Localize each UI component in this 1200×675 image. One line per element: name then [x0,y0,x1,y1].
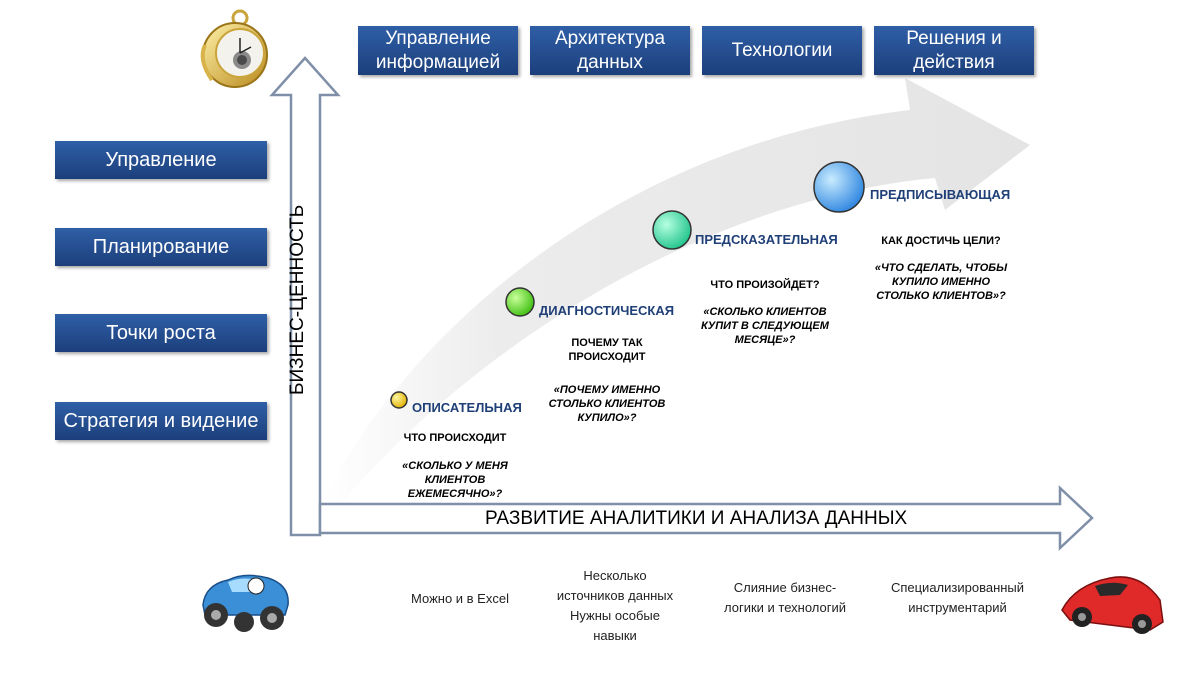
top-box-data-architecture: Архитектура данных [530,26,690,75]
bottom-text-several-sources: Несколько источников данных Нужны особые… [556,568,674,643]
left-box-strategy: Стратегия и видение [55,402,267,440]
stage-example-prescriptive: «ЧТО СДЕЛАТЬ, ЧТОБЫ КУПИЛО ИМЕННО СТОЛЬК… [874,262,1008,302]
bubble-prescriptive [813,161,865,213]
horizontal-axis-label: РАЗВИТИЕ АНАЛИТИКИ И АНАЛИЗА ДАННЫХ [485,508,908,529]
stage-name-predictive: ПРЕДСКАЗАТЕЛЬНАЯ [695,232,838,247]
stage-question-predictive: ЧТО ПРОИЗОЙДЕТ? [710,279,820,291]
top-box-technologies: Технологии [702,26,862,75]
top-box-decisions-actions: Решения и действия [874,26,1034,75]
left-box-planning: Планирование [55,228,267,266]
stage-question-prescriptive: КАК ДОСТИЧЬ ЦЕЛИ? [881,235,1001,247]
stage-name-prescriptive: ПРЕДПИСЫВАЮЩАЯ [870,187,1011,202]
stage-example-diagnostic: «ПОЧЕМУ ИМЕННО СТОЛЬКО КЛИЕНТОВ КУПИЛО»? [548,384,666,424]
top-box-information-management: Управление информацией [358,26,518,75]
bubble-descriptive [390,391,408,409]
vertical-axis-arrow [269,56,341,537]
bottom-text-excel: Можно и в Excel [411,591,509,606]
stage-name-diagnostic: ДИАГНОСТИЧЕСКАЯ [539,303,675,318]
stage-example-predictive: «СКОЛЬКО КЛИЕНТОВ КУПИТ В СЛЕДУЮЩЕМ МЕСЯ… [701,306,829,346]
pocket-watch-icon [200,9,268,88]
left-box-management: Управление [55,141,267,179]
blue-toy-car-icon [202,574,289,632]
bubble-predictive [652,210,692,250]
bubble-diagnostic [505,287,535,317]
bottom-text-merge-logic: Слияние бизнес- логики и технологий [723,580,846,615]
red-sports-car-icon [1061,576,1164,634]
stage-question-descriptive: ЧТО ПРОИСХОДИТ [403,432,507,444]
horizontal-axis-arrow [318,485,1094,551]
left-box-growth-points: Точки роста [55,314,267,352]
stage-name-descriptive: ОПИСАТЕЛЬНАЯ [412,400,522,415]
stage-example-descriptive: «СКОЛЬКО У МЕНЯ КЛИЕНТОВ ЕЖЕМЕСЯЧНО»? [402,460,508,500]
stage-question-diagnostic: ПОЧЕМУ ТАК ПРОИСХОДИТ [568,337,646,363]
vertical-axis-label: БИЗНЕС-ЦЕННОСТЬ [287,204,308,395]
bottom-text-specialized-tools: Специализированный инструментарий [890,580,1025,615]
